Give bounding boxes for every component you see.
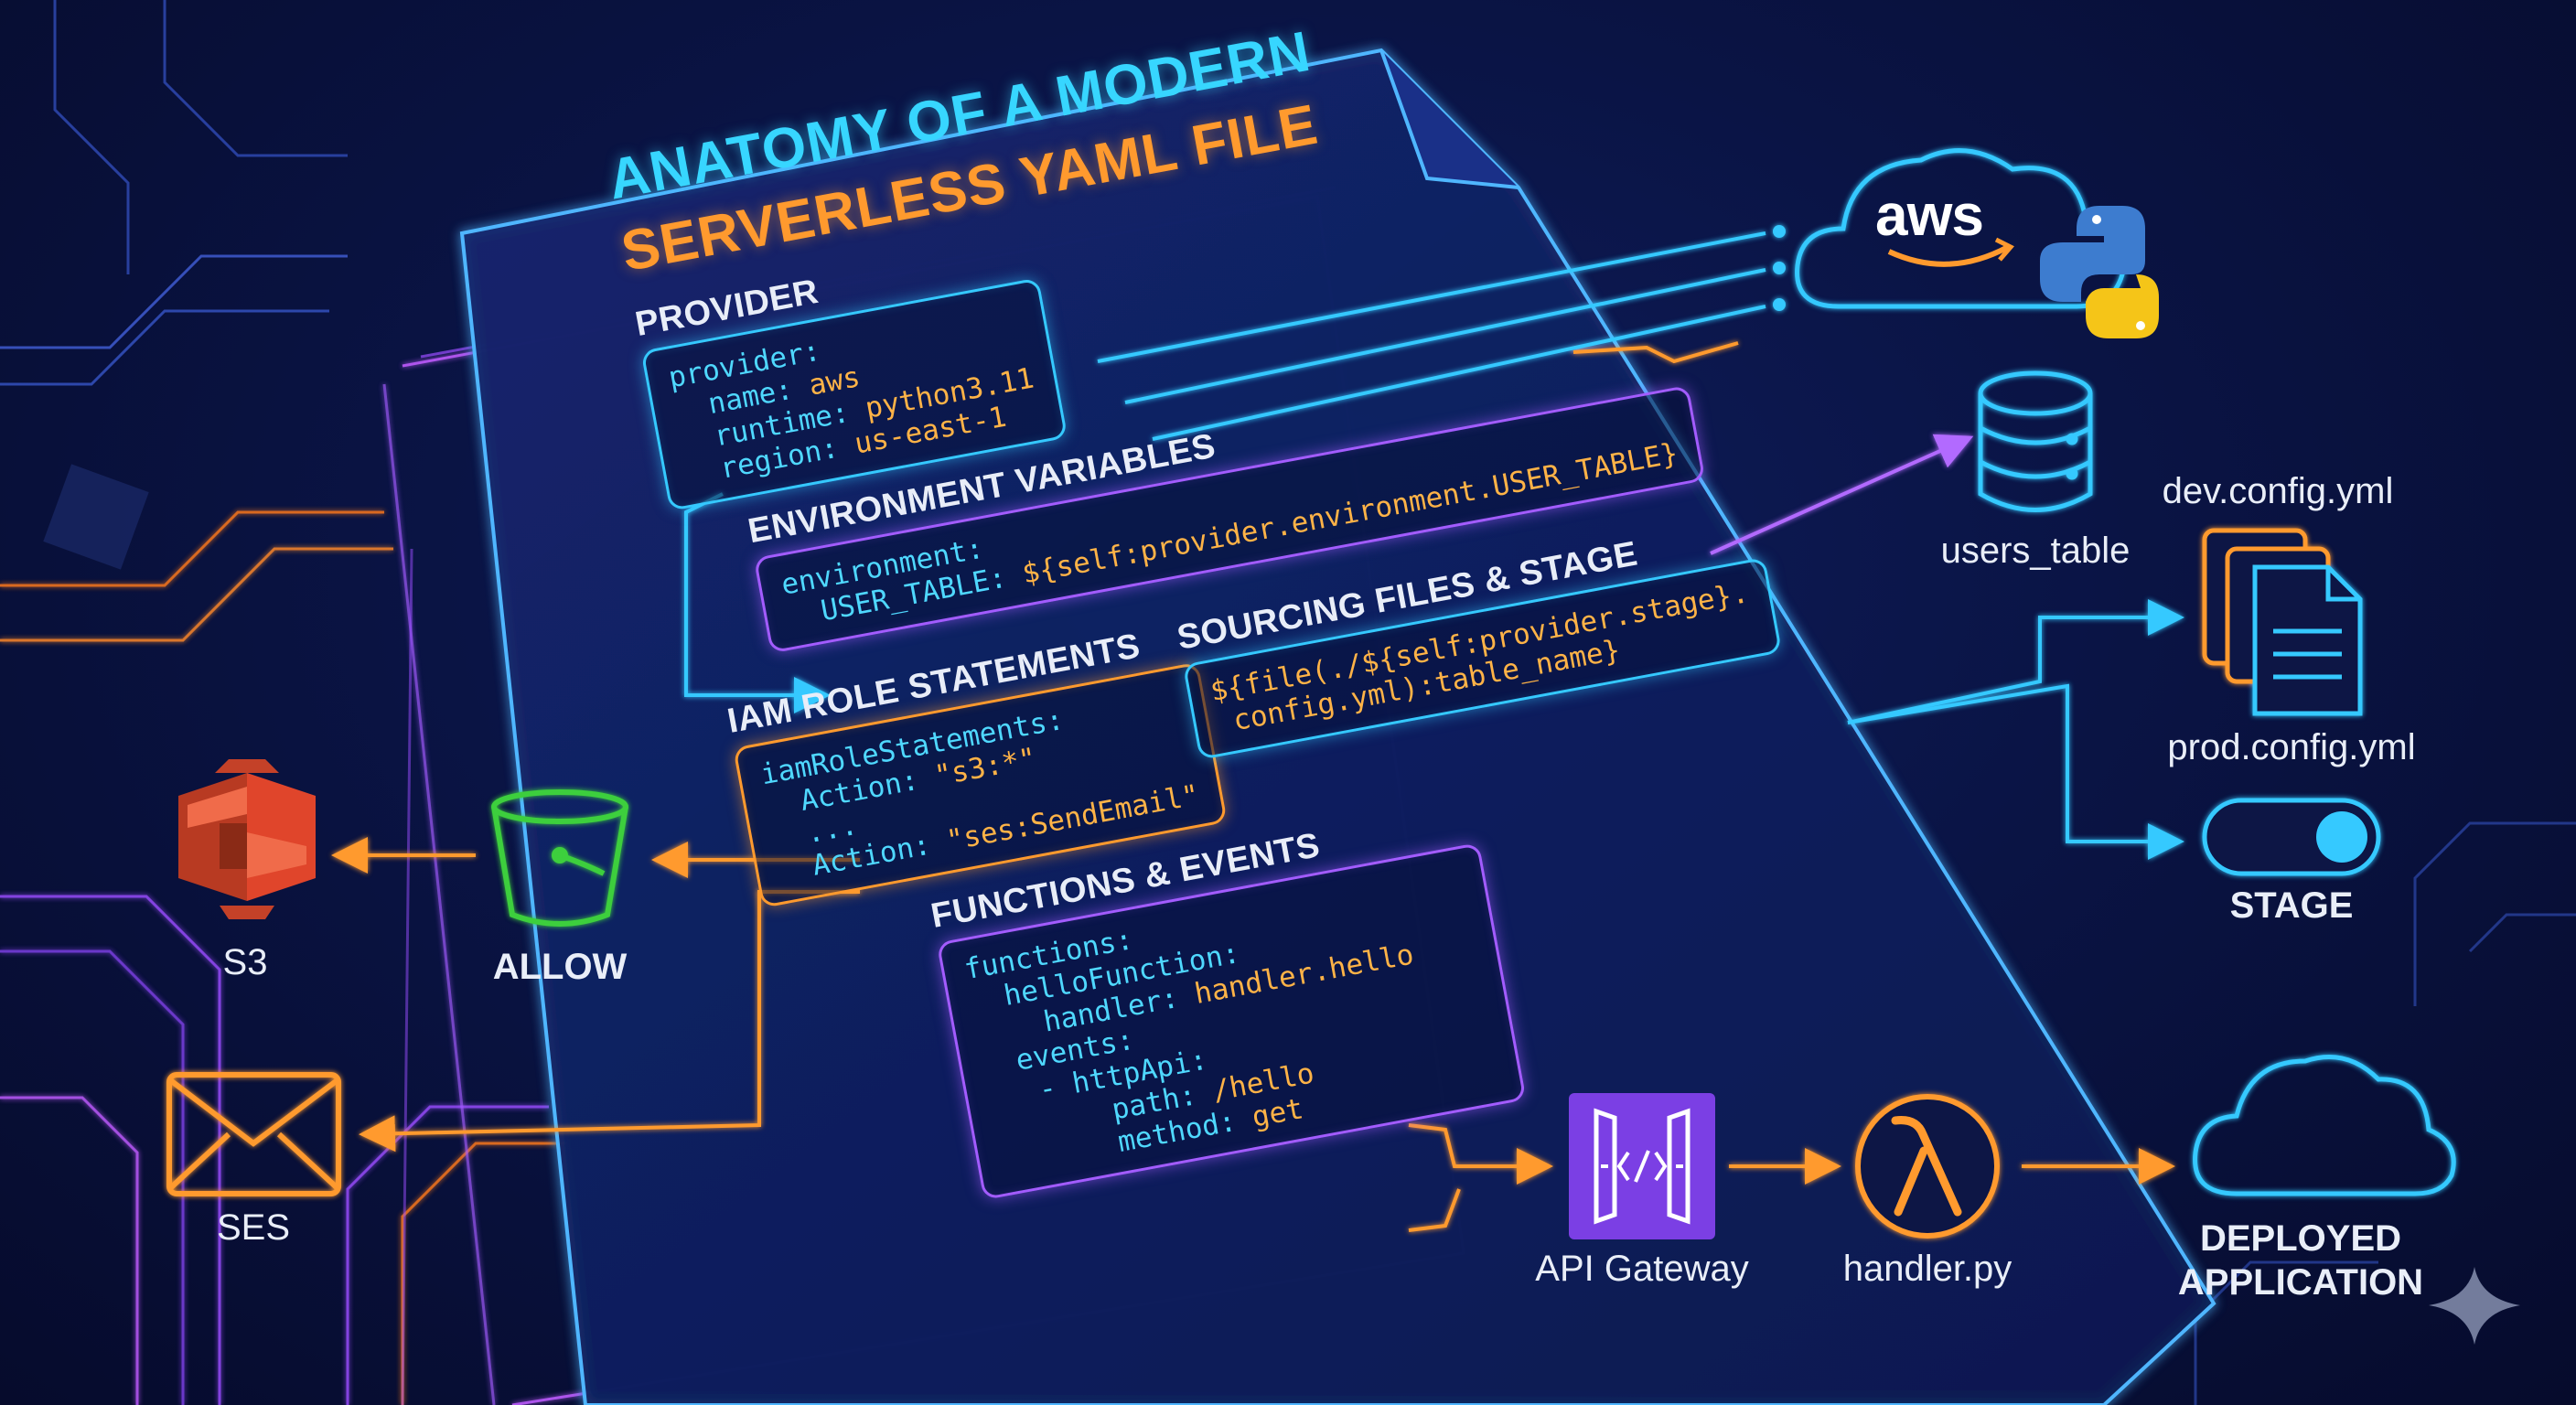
deployed-cloud-icon — [2193, 1055, 2456, 1196]
s3-icon — [178, 759, 316, 919]
users-table-label: users_table — [1940, 531, 2131, 571]
aws-smile — [1887, 244, 2010, 267]
stage-label: STAGE — [2229, 885, 2354, 926]
bucket-icon — [491, 789, 628, 927]
circuit-traces-right — [2194, 821, 2576, 1405]
python-logo-icon — [2040, 206, 2159, 338]
deployed-line-1: DEPLOYED — [2199, 1218, 2402, 1259]
stage-toggle-icon — [2202, 798, 2381, 876]
deployed-line-2: APPLICATION — [2177, 1262, 2424, 1303]
background-chip — [43, 464, 149, 570]
allow-label: ALLOW — [492, 947, 628, 987]
ses-label: SES — [216, 1207, 291, 1248]
lambda-icon — [1855, 1094, 2000, 1239]
s3-label: S3 — [222, 942, 268, 982]
sparkle-watermark-icon — [2429, 1267, 2520, 1345]
prod-config-label: prod.config.yml — [2167, 727, 2416, 767]
database-icon — [1978, 370, 2093, 512]
config-files-icon — [2202, 528, 2363, 716]
deployed-application-label: DEPLOYED APPLICATION — [2178, 1217, 2423, 1304]
api-gateway-icon — [1569, 1093, 1715, 1239]
aws-logo-text: aws — [1875, 182, 1984, 248]
dev-config-label: dev.config.yml — [2162, 471, 2394, 511]
handler-label: handler.py — [1842, 1249, 2012, 1289]
envelope-icon — [166, 1072, 341, 1196]
api-gateway-label: API Gateway — [1535, 1249, 1749, 1289]
